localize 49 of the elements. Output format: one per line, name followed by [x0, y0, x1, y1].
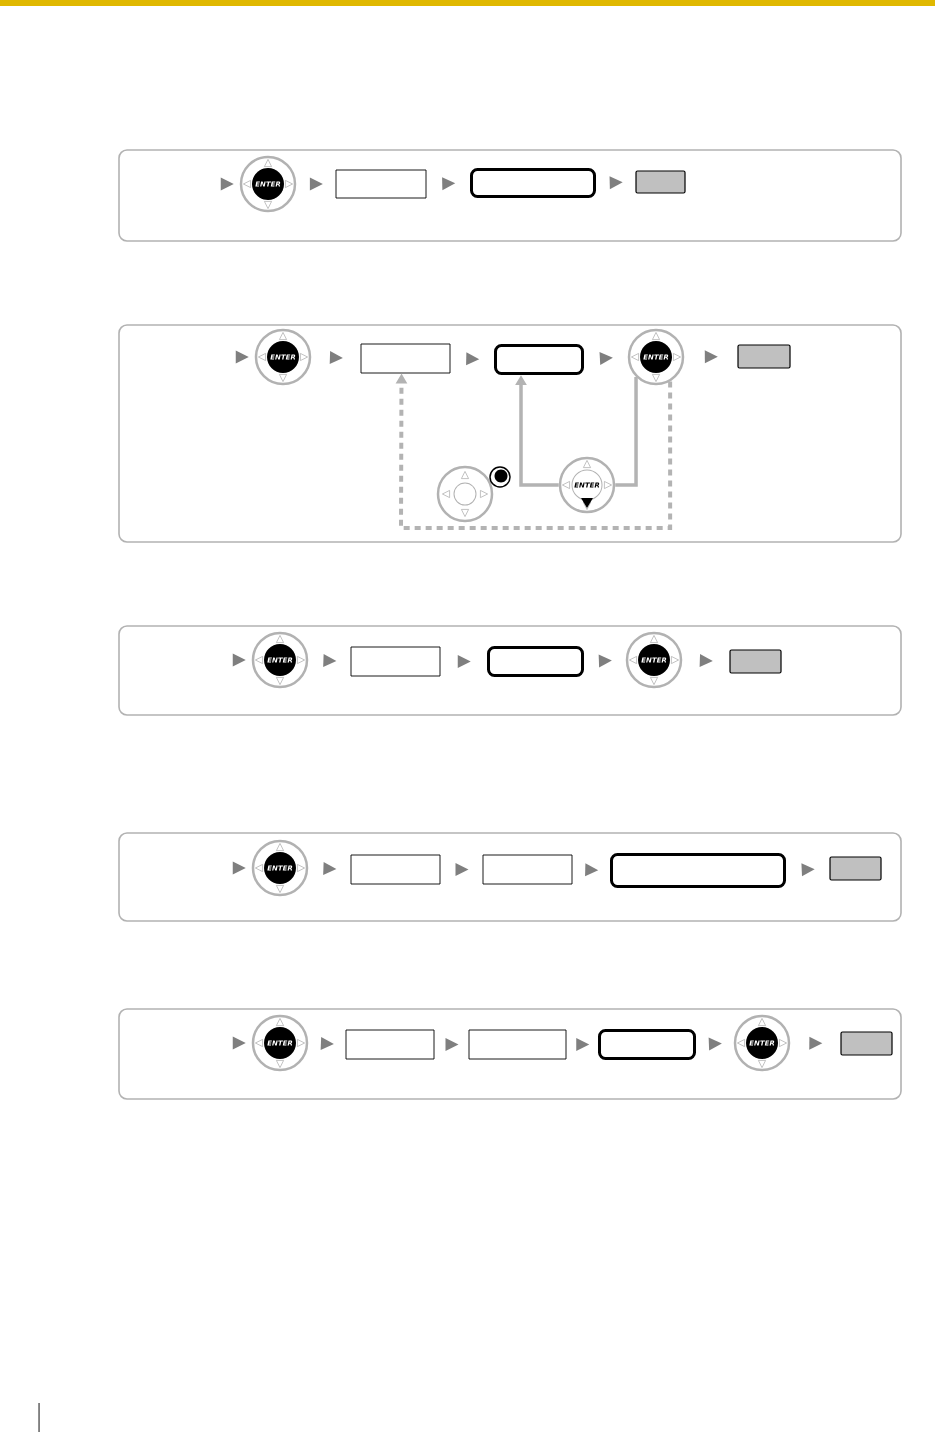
- display-box: [345, 1029, 435, 1060]
- step-panel: [118, 324, 902, 543]
- display-box: [360, 343, 451, 374]
- arrow: [609, 176, 623, 190]
- rounded-display-box: [610, 853, 786, 888]
- step-panel: [118, 149, 902, 242]
- arrow: [445, 1038, 459, 1051]
- arrow: [320, 1037, 334, 1050]
- arrow: [232, 653, 246, 667]
- navigator-key: [436, 465, 494, 523]
- step-panel: [118, 832, 902, 922]
- key-button: [737, 344, 791, 369]
- arrow: [598, 654, 612, 668]
- arrow: [323, 862, 337, 876]
- arrow: [457, 655, 471, 668]
- display-box: [468, 1029, 567, 1060]
- step-panel: [118, 625, 902, 716]
- arrow: [455, 863, 469, 876]
- key-button: [840, 1031, 893, 1056]
- arrow: [708, 1037, 722, 1051]
- rounded-display-box: [487, 646, 584, 677]
- arrow: [704, 350, 718, 364]
- rounded-display-box: [494, 344, 584, 375]
- arrow: [232, 1036, 246, 1050]
- key-button: [635, 170, 686, 194]
- display-box: [482, 854, 573, 885]
- arrow: [329, 351, 343, 365]
- arrow: [323, 654, 337, 668]
- arrow: [232, 861, 246, 875]
- arrow: [220, 177, 234, 191]
- step-panel: [118, 1008, 902, 1100]
- arrow: [466, 352, 480, 366]
- key-button: [729, 649, 782, 674]
- connector-line: [615, 377, 638, 487]
- display-box: [350, 854, 441, 885]
- display-box: [350, 646, 441, 677]
- arrow: [309, 177, 323, 191]
- arrow: [576, 1038, 590, 1051]
- rounded-display-box: [470, 168, 596, 198]
- arrow: [442, 177, 456, 191]
- key-button: [829, 856, 882, 881]
- arrow: [699, 654, 713, 668]
- display-box: [335, 169, 427, 199]
- arrow: [599, 352, 613, 366]
- arrow: [235, 350, 249, 364]
- arrow: [801, 863, 815, 877]
- arrow: [585, 863, 599, 877]
- arrow: [809, 1036, 823, 1050]
- rounded-display-box: [598, 1029, 696, 1060]
